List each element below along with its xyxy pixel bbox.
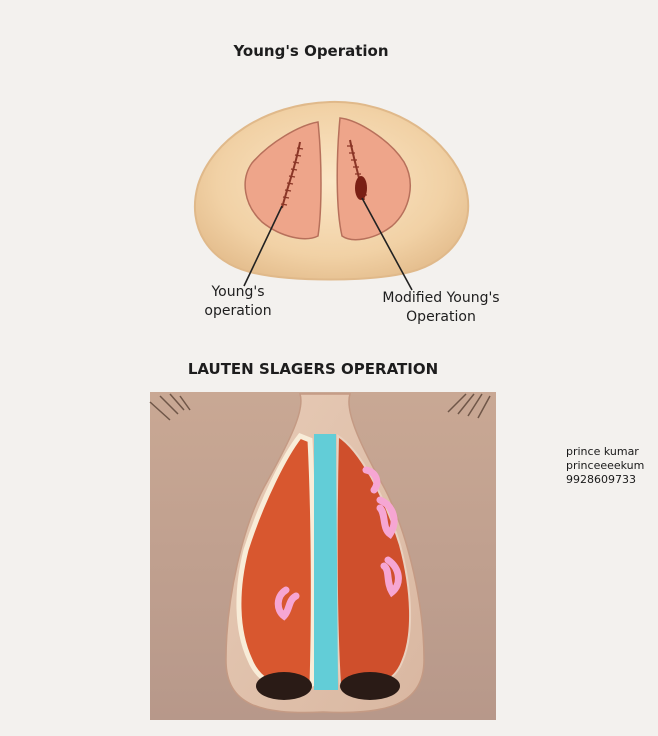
- modified-young-opening: [355, 176, 367, 200]
- young-operation-diagram: [195, 102, 468, 290]
- nasal-septum: [314, 434, 338, 690]
- modified-label-line2: Operation: [366, 308, 516, 327]
- nose-base-outline: [195, 102, 468, 280]
- young-label-line2: operation: [188, 302, 288, 321]
- modified-label-line1: Modified Young's: [366, 289, 516, 308]
- credit-name: prince kumar: [566, 445, 644, 459]
- modified-young-operation-label: Modified Young's Operation: [366, 289, 516, 327]
- lauten-slagers-diagram: [150, 392, 496, 720]
- left-nostril-opening: [256, 672, 312, 700]
- lauten-slagers-title: LAUTEN SLAGERS OPERATION: [0, 360, 642, 378]
- author-credit: prince kumar princeeeekum 9928609733: [566, 445, 644, 487]
- credit-handle: princeeeekum: [566, 459, 644, 473]
- young-label-line1: Young's: [188, 283, 288, 302]
- right-nostril-opening: [340, 672, 400, 700]
- young-operation-label: Young's operation: [188, 283, 288, 321]
- credit-phone: 9928609733: [566, 473, 644, 487]
